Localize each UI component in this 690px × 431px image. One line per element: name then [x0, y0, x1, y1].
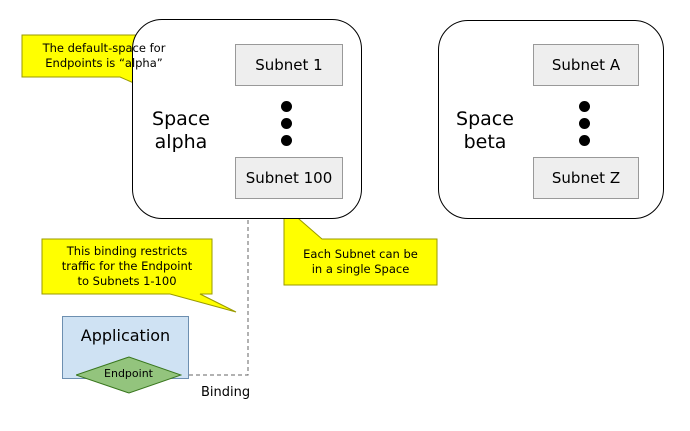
callout-binding-shape — [41, 238, 237, 313]
subnet-z-box: Subnet Z — [533, 157, 639, 199]
space-beta-label-line1: Space — [456, 108, 514, 130]
ellipsis-dot-icon — [281, 118, 292, 129]
endpoint-label: Endpoint — [104, 367, 153, 380]
space-alpha-label-line1: Space — [152, 108, 210, 130]
application-title: Application — [80, 326, 171, 345]
callout-binding: This binding restricts traffic for the E… — [42, 239, 212, 294]
ellipsis-dot-icon — [281, 135, 292, 146]
subnet-100-box: Subnet 100 — [235, 157, 343, 199]
ellipsis-dot-icon — [281, 101, 292, 112]
callout-binding-line2: traffic for the Endpoint — [61, 259, 193, 273]
subnet-a-box: Subnet A — [533, 44, 639, 86]
binding-connector — [182, 199, 249, 376]
callout-binding-line1: This binding restricts — [66, 244, 188, 258]
space-alpha-label-line2: alpha — [154, 131, 208, 153]
callout-default-space-line2: Endpoints is “alpha” — [45, 56, 163, 70]
ellipsis-dot-icon — [579, 118, 590, 129]
space-alpha-label: Space alpha — [136, 108, 226, 154]
subnet-1-box: Subnet 1 — [235, 44, 343, 86]
callout-subnet-line1: Each Subnet can be — [303, 247, 418, 261]
space-beta-label-line2: beta — [463, 131, 507, 153]
callout-subnet-line2: in a single Space — [311, 262, 410, 276]
ellipsis-dot-icon — [579, 101, 590, 112]
binding-label: Binding — [201, 385, 251, 400]
space-beta-label: Space beta — [440, 108, 530, 154]
callout-subnet: Each Subnet can be in a single Space — [284, 239, 437, 285]
endpoint-diamond — [76, 356, 182, 394]
callout-binding-line3: to Subnets 1-100 — [77, 274, 177, 288]
callout-default-space: The default-space for Endpoints is “alph… — [22, 35, 186, 77]
ellipsis-dot-icon — [579, 135, 590, 146]
callout-default-space-line1: The default-space for — [42, 41, 166, 55]
